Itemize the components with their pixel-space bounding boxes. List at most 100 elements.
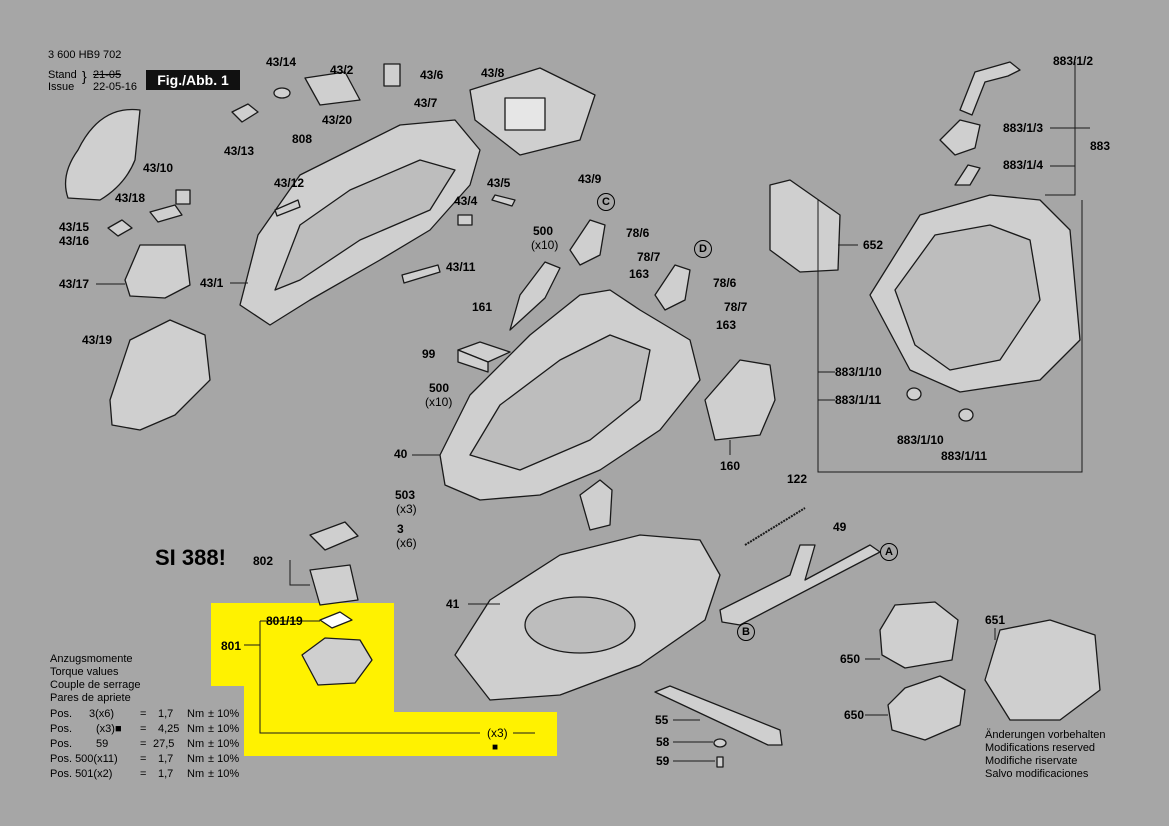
label-163-c: 163 [629, 267, 650, 281]
torque-row-tol: ± 10% [208, 753, 240, 765]
part-883-1-4 [954, 164, 981, 186]
part-801 [301, 637, 373, 686]
label-801: 801 [221, 639, 242, 653]
label-808: 808 [292, 132, 313, 146]
torque-row-val: 1,7 [158, 768, 174, 780]
torque-heading-de: Anzugsmomente [50, 653, 133, 665]
figure-badge: Fig./Abb. 1 [146, 70, 240, 90]
part-883-1-11-a [906, 387, 922, 401]
torque-row-ref: (x3)■ [96, 723, 122, 735]
label-43-14: 43/14 [266, 55, 297, 69]
part-161 [509, 261, 561, 331]
part-883-1-11-b [958, 408, 974, 422]
part-43-15 [107, 219, 133, 237]
label-500-mid: 500 [429, 381, 450, 395]
label-43-6: 43/6 [420, 68, 444, 82]
part-43-10 [64, 108, 141, 201]
torque-row-eq: = [140, 708, 147, 720]
label-883: 883 [1090, 139, 1111, 153]
part-650-b [887, 675, 966, 741]
label-43-2: 43/2 [330, 63, 354, 77]
torque-heading-en: Torque values [50, 666, 119, 678]
label-3: 3 [397, 522, 404, 536]
part-43-2 [304, 71, 361, 106]
label-163-d: 163 [716, 318, 737, 332]
label-78-7-d: 78/7 [724, 300, 748, 314]
torque-row-val: 27,5 [153, 738, 175, 750]
torque-heading-es: Pares de apriete [50, 692, 131, 704]
notice-es: Salvo modificaciones [985, 768, 1089, 780]
part-43-19 [109, 319, 211, 431]
torque-row-val: 1,7 [158, 753, 174, 765]
brace-icon: } [82, 68, 87, 84]
label-43-12: 43/12 [274, 176, 305, 190]
label-59: 59 [656, 754, 670, 768]
label-500-top-qty: (x10) [531, 238, 559, 252]
label-43-16: 43/16 [59, 234, 90, 248]
label-883-1-11-a: 883/1/11 [835, 393, 882, 407]
label-650-a: 650 [840, 652, 861, 666]
label-883-1-2: 883/1/2 [1053, 54, 1094, 68]
label-55: 55 [655, 713, 669, 727]
torque-row-ref: 3(x6) [89, 708, 115, 720]
label-650-b: 650 [844, 708, 865, 722]
label-43-11: 43/11 [446, 260, 476, 274]
part-99-side [457, 349, 489, 373]
si-note: SI 388! [155, 545, 226, 570]
torque-row-tol: ± 10% [208, 738, 240, 750]
part-43-17 [124, 244, 191, 299]
torque-row-val: 1,7 [158, 708, 174, 720]
part-78-6-d [654, 264, 691, 311]
part-43-6 [383, 63, 401, 87]
label-161: 161 [472, 300, 493, 314]
part-43-18 [175, 189, 191, 205]
label-58: 58 [656, 735, 670, 749]
bracket-802 [289, 560, 310, 586]
part-55 [654, 685, 783, 746]
part-78-6-c [569, 219, 606, 266]
part-43-12 [274, 199, 301, 217]
part-883-1-2 [959, 61, 1021, 116]
label-802: 802 [253, 554, 274, 568]
label-43-7: 43/7 [414, 96, 438, 110]
part-801-19 [319, 611, 353, 629]
stand-date: 21-05 [93, 69, 122, 81]
label-49: 49 [833, 520, 847, 534]
part-43-8-grid [504, 97, 546, 131]
part-43-13 [231, 103, 259, 123]
label-43-18: 43/18 [115, 191, 146, 205]
part-651 [984, 619, 1101, 721]
label-43-8: 43/8 [481, 66, 505, 80]
label-883-1-3: 883/1/3 [1003, 121, 1044, 135]
label-43-5: 43/5 [487, 176, 511, 190]
square-marker-icon: ■ [492, 742, 499, 753]
part-652 [769, 179, 841, 273]
torque-row-tol: ± 10% [208, 723, 240, 735]
label-883-1-11-b: 883/1/11 [941, 449, 988, 463]
torque-row-pos: Pos. [50, 708, 73, 720]
callout-a: A [880, 543, 898, 561]
torque-row-tol: ± 10% [208, 768, 240, 780]
label-883-1-4: 883/1/4 [1003, 158, 1044, 172]
issue-label: Issue [48, 81, 75, 93]
torque-row-pos: Pos. 501(x2) [50, 768, 113, 780]
torque-row-unit: Nm [187, 708, 205, 720]
label-500-mid-qty: (x10) [425, 395, 453, 409]
label-503-qty: (x3) [396, 502, 417, 516]
part-41-blade-well [524, 596, 636, 654]
part-43-18-plate [149, 204, 183, 223]
part-43-5 [491, 194, 516, 207]
notice-de: Änderungen vorbehalten [985, 729, 1106, 741]
torque-row-eq: = [140, 768, 147, 780]
doc-number: 3 600 HB9 702 [48, 49, 122, 61]
label-122: 122 [787, 472, 808, 486]
stand-label: Stand [48, 69, 77, 81]
label-43-20: 43/20 [322, 113, 353, 127]
label-43-1: 43/1 [200, 276, 224, 290]
label-43-17: 43/17 [59, 277, 90, 291]
bracket-883-lower [817, 200, 1083, 473]
torque-row-eq: = [140, 723, 147, 735]
label-78-6-d: 78/6 [713, 276, 737, 290]
label-43-15: 43/15 [59, 220, 90, 234]
